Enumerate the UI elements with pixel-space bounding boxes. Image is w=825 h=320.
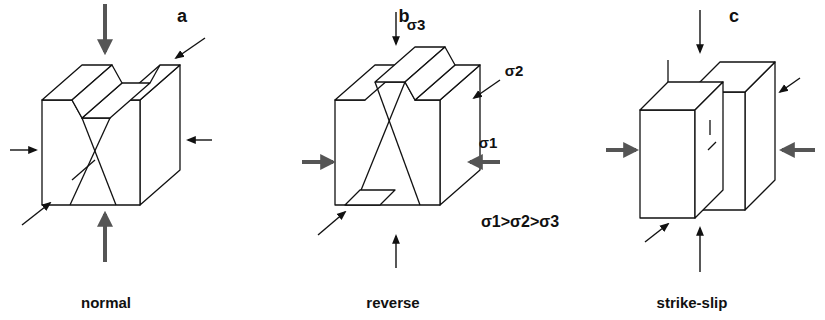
stress-arrows-c bbox=[606, 10, 815, 272]
stress-arrows-b bbox=[302, 12, 500, 268]
stress-label: σ3 bbox=[407, 17, 426, 32]
normal-fault-block bbox=[42, 65, 180, 205]
stress-arrows-a bbox=[10, 4, 212, 262]
panel-letter: a bbox=[177, 7, 187, 25]
reverse-fault-block bbox=[335, 47, 480, 205]
fault-type-caption: reverse bbox=[366, 295, 419, 310]
stress-label: σ2 bbox=[505, 63, 524, 78]
stress-order: σ1>σ2>σ3 bbox=[481, 214, 559, 230]
fault-type-caption: strike-slip bbox=[657, 295, 728, 310]
panel-letter: c bbox=[729, 7, 739, 25]
fault-type-caption: normal bbox=[81, 295, 131, 310]
stress-label: σ1 bbox=[479, 135, 498, 150]
strike-slip-block bbox=[640, 60, 775, 218]
